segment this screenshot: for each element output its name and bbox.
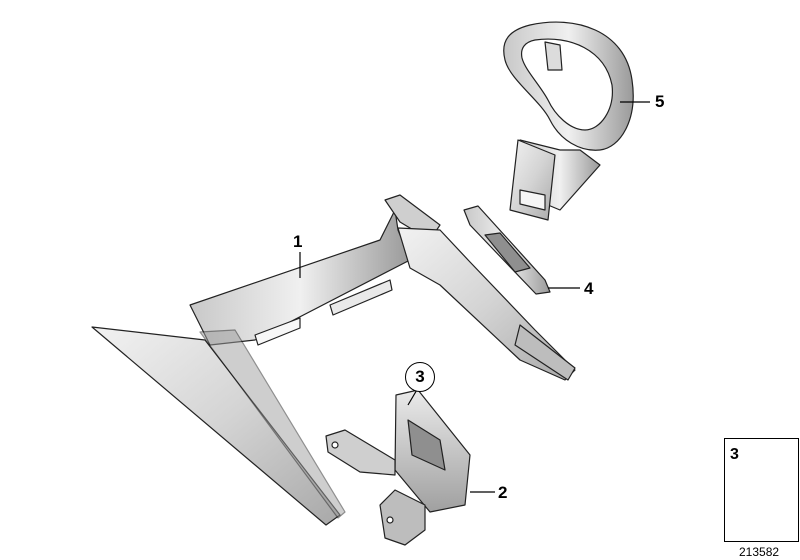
part-cup-holder-ring <box>503 21 634 221</box>
diagram-id: 213582 <box>739 545 780 559</box>
callout-2: 2 <box>498 483 508 502</box>
callout-1: 1 <box>293 232 303 251</box>
callout-5: 5 <box>655 92 665 111</box>
part-cover-strip <box>463 205 551 295</box>
callout-4: 4 <box>584 279 594 298</box>
callout-3: 3 <box>405 362 435 392</box>
part-bracket <box>325 389 471 546</box>
legend-box <box>724 438 799 542</box>
legend-item-number: 3 <box>730 446 739 463</box>
